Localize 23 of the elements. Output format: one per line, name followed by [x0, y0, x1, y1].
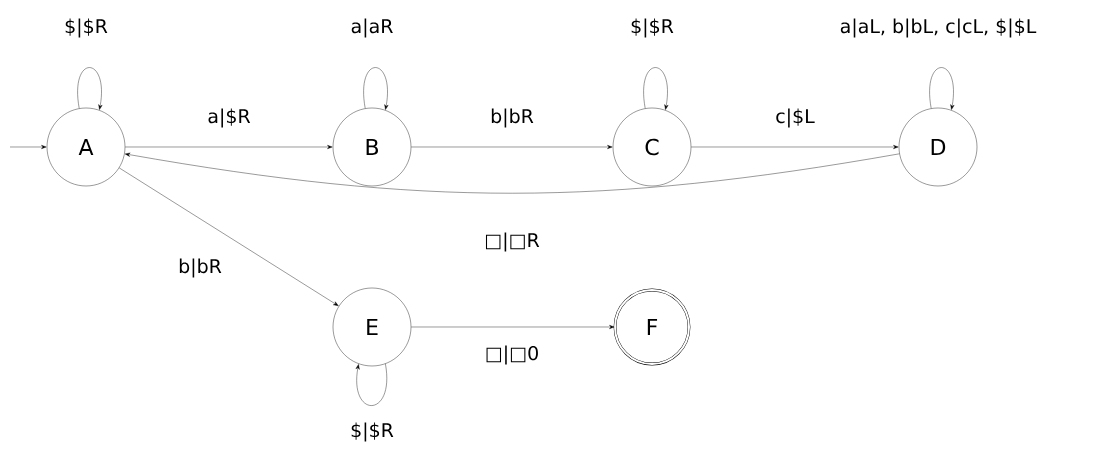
edge-label: a|$R — [206, 107, 252, 129]
loop-arrow — [643, 67, 669, 110]
edge-label: □|□0 — [483, 344, 541, 366]
loop-arrow — [363, 67, 389, 110]
edge-label: $|$R — [629, 17, 675, 39]
arrow — [119, 167, 339, 306]
edge-label: b|bR — [177, 257, 223, 279]
edge-label: a|aR — [349, 17, 395, 39]
arrow — [691, 145, 899, 149]
edge-label: $|$R — [349, 421, 395, 443]
loop-arrow — [929, 67, 955, 110]
edge-label: $|$R — [63, 17, 109, 39]
edge-label: c|$L — [774, 107, 816, 129]
arrow — [125, 152, 900, 194]
loop-arrow — [355, 363, 387, 406]
arrow — [411, 145, 613, 149]
arrow — [411, 325, 615, 329]
edge-label: a|aL, b|bL, c|cL, $|$L — [838, 17, 1038, 39]
edge-label: □|□R — [483, 231, 541, 253]
arrow — [9, 145, 47, 149]
loop-arrow — [77, 67, 103, 110]
arrow — [125, 145, 333, 149]
edge-label: b|bR — [489, 107, 535, 129]
